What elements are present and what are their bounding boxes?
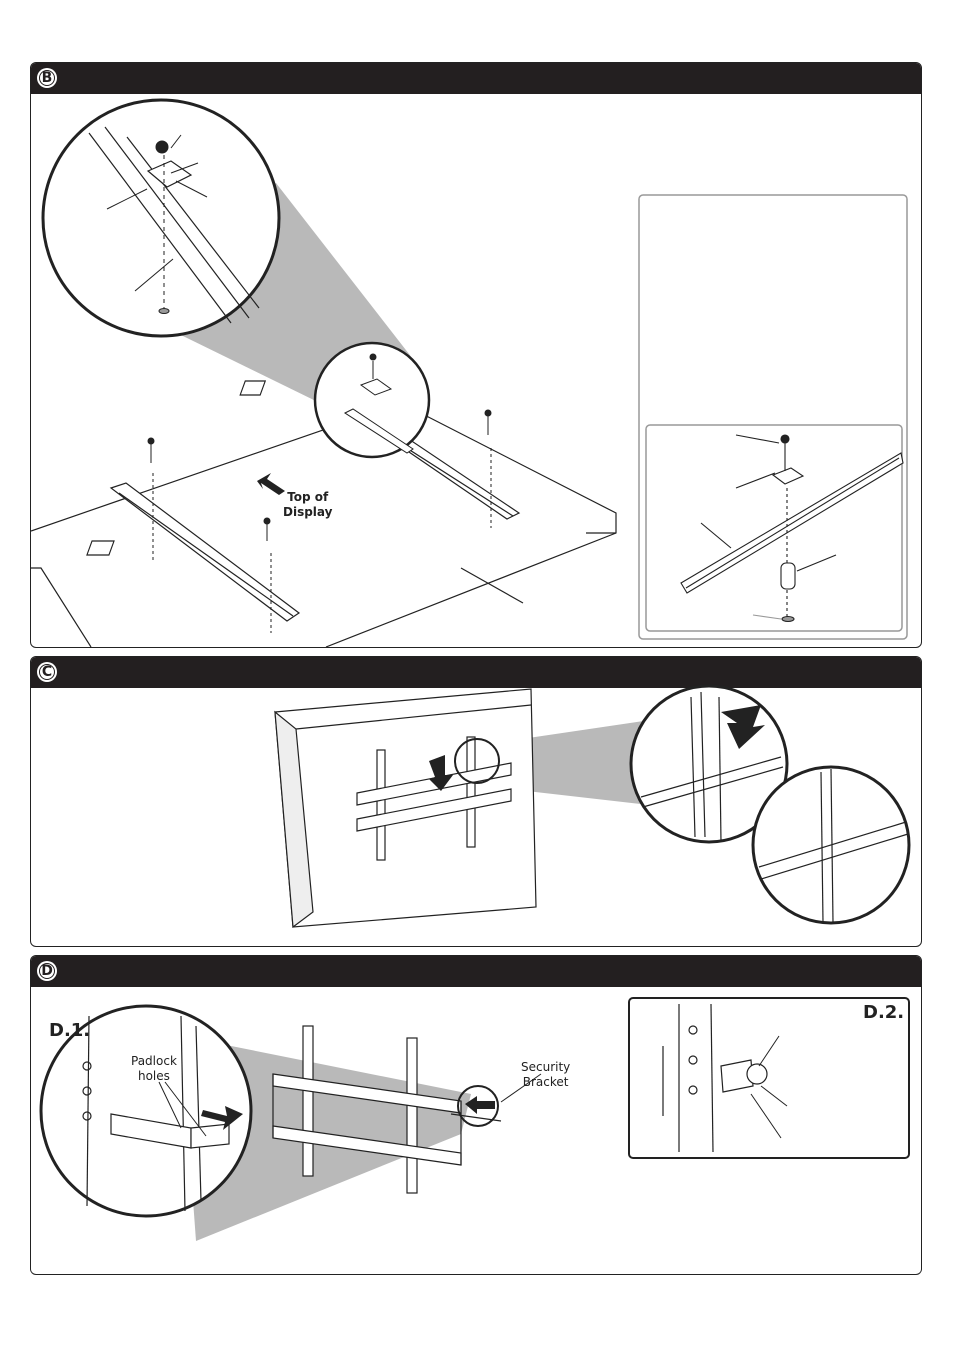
top-of-display-label: Top of Display xyxy=(283,490,332,520)
top-of-display-line2: Display xyxy=(283,505,332,520)
section-d-illustration xyxy=(31,956,921,1274)
padlock-line2: holes xyxy=(131,1069,177,1084)
d1-label: D.1. xyxy=(49,1020,90,1041)
section-b-illustration xyxy=(31,63,921,647)
inset-detail xyxy=(681,435,903,622)
top-of-display-arrow xyxy=(257,473,285,495)
security-bracket-label: Security Bracket xyxy=(521,1060,570,1090)
section-b: B xyxy=(30,62,922,648)
d2-label: D.2. xyxy=(863,1002,904,1023)
security-line1: Security xyxy=(521,1060,570,1075)
display-panel xyxy=(31,403,616,647)
section-c: C xyxy=(30,656,922,947)
top-of-display-line1: Top of xyxy=(283,490,332,505)
section-c-illustration xyxy=(31,657,921,946)
left-screws xyxy=(148,438,271,633)
security-line2: Bracket xyxy=(521,1075,570,1090)
zoom-circle-c-2 xyxy=(753,767,909,923)
section-d: D xyxy=(30,955,922,1275)
zoom-circle-small xyxy=(315,343,429,457)
padlock-line1: Padlock xyxy=(131,1054,177,1069)
padlock-holes-label: Padlock holes xyxy=(131,1054,177,1084)
inset-panel xyxy=(639,195,907,639)
zoom-circle-large xyxy=(43,100,279,336)
display-back xyxy=(275,689,536,927)
